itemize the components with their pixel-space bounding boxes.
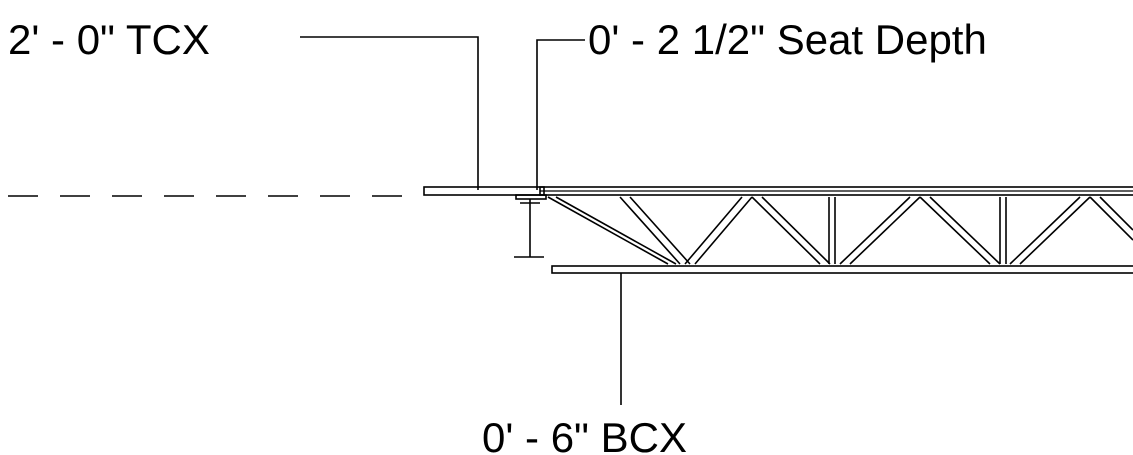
bottom-chord: [551, 265, 1133, 274]
tcx-label: 2' - 0" TCX: [8, 16, 210, 63]
bearing-seat: [514, 194, 547, 258]
bcx-label: 0' - 6" BCX: [482, 414, 687, 455]
top-chord-extension: [423, 186, 545, 196]
top-chord: [539, 186, 1133, 196]
tcx-leader-line: [300, 36, 479, 190]
seat-depth-leader-line: [536, 39, 585, 190]
web-members: [547, 196, 1133, 265]
seat-depth-label: 0' - 2 1/2" Seat Depth: [588, 16, 987, 63]
